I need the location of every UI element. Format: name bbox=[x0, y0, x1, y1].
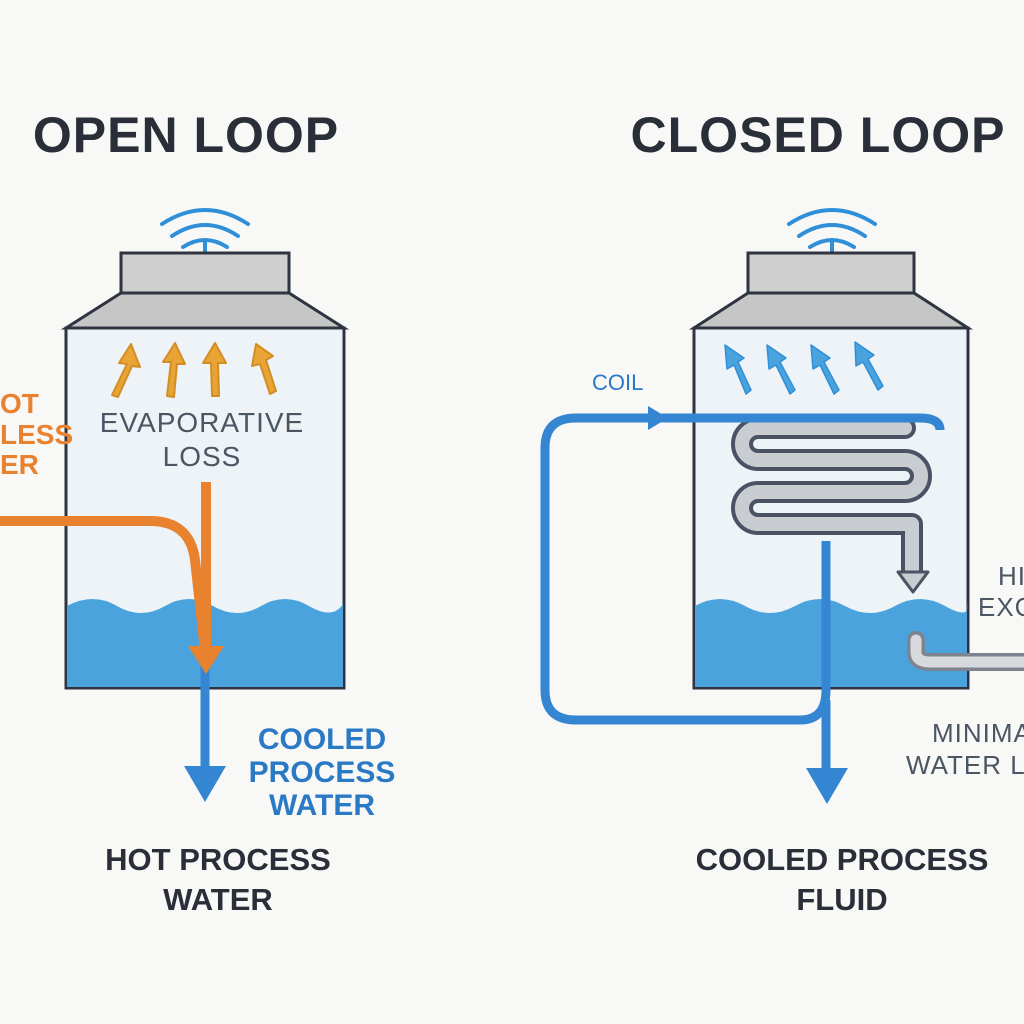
process-fluid-loop bbox=[540, 413, 945, 725]
hot-water-label-3: ER bbox=[0, 449, 39, 480]
coil-flow-arrowhead bbox=[648, 406, 668, 430]
hot-water-inlet-arrow bbox=[0, 482, 211, 651]
evaporative-loss-label-2: LOSS bbox=[163, 441, 242, 472]
cooled-process-fluid-label-1: COOLED PROCESS bbox=[696, 842, 989, 877]
heat-exchange-coil bbox=[731, 417, 932, 594]
hot-water-label-1: OT bbox=[0, 388, 39, 419]
cooled-process-water-label-2: PROCESS bbox=[249, 756, 396, 789]
closed-tower-water bbox=[695, 599, 968, 687]
hot-process-water-label-2: WATER bbox=[163, 882, 273, 917]
fan-signal-icon-2 bbox=[787, 208, 877, 256]
cooled-process-water-label-3: WATER bbox=[269, 789, 375, 822]
cooled-fluid-outlet-arrow bbox=[806, 700, 848, 804]
open-loop-panel: OPEN LOOP EVAPORATIVE LOSS bbox=[0, 107, 395, 917]
makeup-water-pipe bbox=[907, 631, 1024, 671]
hot-water-arrowhead bbox=[188, 646, 224, 674]
fan-signal-icon bbox=[160, 208, 250, 256]
closed-loop-panel: CLOSED LOOP bbox=[540, 107, 1024, 917]
cooled-process-fluid-label-2: FLUID bbox=[796, 882, 887, 917]
evaporative-loss-label-1: EVAPORATIVE bbox=[100, 407, 304, 438]
open-loop-title: OPEN LOOP bbox=[33, 107, 339, 163]
coil-label: COIL bbox=[592, 370, 643, 395]
air-flow-arrows bbox=[724, 341, 884, 395]
heat-exchange-label-1: HI bbox=[998, 561, 1024, 591]
hot-process-water-label-1: HOT PROCESS bbox=[105, 842, 331, 877]
closed-loop-title: CLOSED LOOP bbox=[631, 107, 1006, 163]
cooled-process-water-label-1: COOLED bbox=[258, 723, 386, 756]
heat-exchange-label-2: EXC bbox=[978, 592, 1024, 622]
minimal-water-loss-label-1: MINIMA bbox=[932, 718, 1024, 748]
hot-water-label-2: LESS bbox=[0, 419, 73, 450]
evaporation-arrows bbox=[111, 342, 277, 398]
minimal-water-loss-label-2: WATER LO bbox=[906, 750, 1024, 780]
